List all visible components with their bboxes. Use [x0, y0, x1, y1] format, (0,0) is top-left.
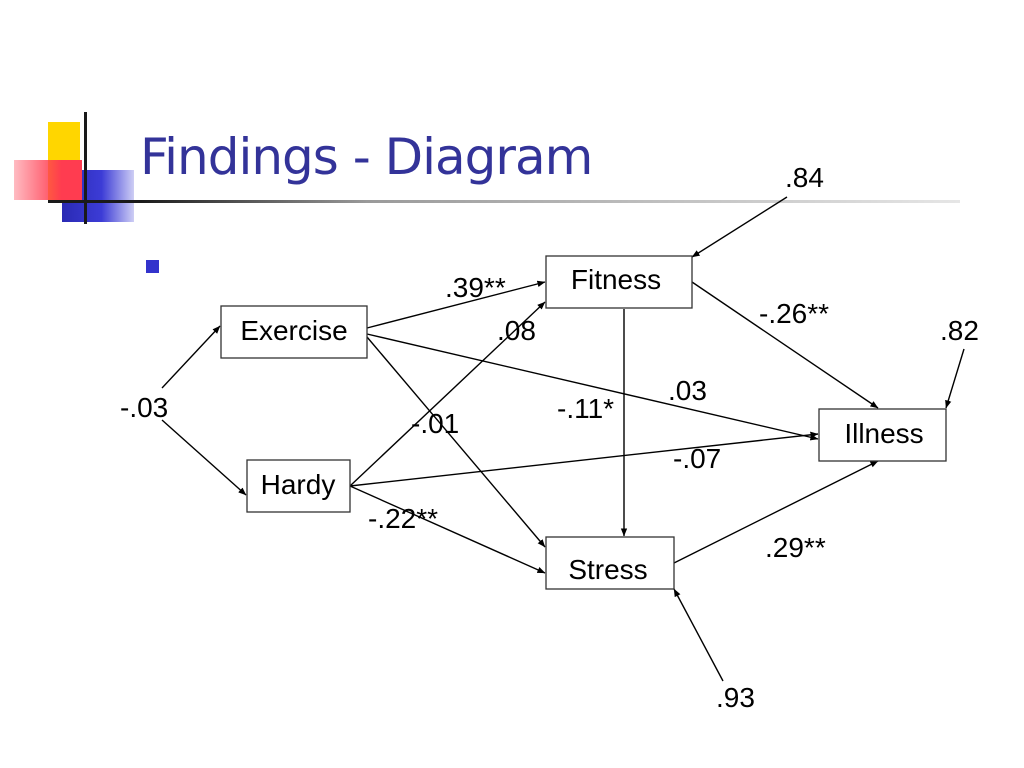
- node-exercise-label: Exercise: [240, 315, 347, 346]
- edge-stress-illness: [673, 460, 879, 564]
- title-underline: [48, 200, 960, 203]
- slide-title: Findings - Diagram: [140, 128, 593, 186]
- node-fitness-label: Fitness: [571, 264, 661, 295]
- node-hardy-label: Hardy: [261, 469, 336, 500]
- node-exercise: Exercise: [220, 305, 368, 359]
- edge-hardy-stress: [349, 485, 546, 574]
- edge-hardy-fitness: [349, 301, 546, 487]
- node-stress-label: Stress: [568, 554, 647, 585]
- edge-exercise-hardy-curve-b: [161, 419, 247, 496]
- error-term-stress: .93: [716, 682, 755, 713]
- decor-red-square: [14, 160, 82, 200]
- label-exercise-stress: -.01: [411, 408, 459, 439]
- label-hardy-fitness: .08: [497, 315, 536, 346]
- node-hardy: Hardy: [246, 459, 351, 513]
- error-term-fitness: .84: [785, 162, 824, 193]
- node-illness: Illness: [818, 408, 947, 462]
- label-exercise-hardy: -.03: [120, 392, 168, 423]
- edge-exercise-hardy-curve-a: [161, 325, 221, 389]
- label-hardy-illness: -.07: [673, 443, 721, 474]
- error-term-illness: .82: [940, 315, 979, 346]
- error-arrow-stress: [673, 588, 724, 682]
- node-stress: Stress: [545, 536, 675, 590]
- label-hardy-stress: -.22**: [368, 503, 438, 534]
- edge-hardy-illness: [349, 431, 819, 487]
- error-arrow-fitness: [691, 196, 788, 258]
- decor-vertical-line: [84, 112, 87, 224]
- edge-exercise-illness: [366, 333, 819, 441]
- error-arrow-illness: [945, 348, 965, 409]
- bullet-marker: [146, 260, 159, 273]
- node-illness-label: Illness: [844, 418, 923, 449]
- edge-fitness-illness: [691, 281, 879, 409]
- node-fitness: Fitness: [545, 255, 693, 309]
- edge-exercise-stress: [366, 336, 546, 548]
- label-fitness-illness: -.26**: [759, 298, 829, 329]
- label-exercise-illness: .03: [668, 375, 707, 406]
- label-stress-illness: .29**: [765, 532, 826, 563]
- label-exercise-fitness: .39**: [445, 272, 506, 303]
- label-fitness-stress: -.11*: [557, 393, 614, 424]
- edge-exercise-fitness: [366, 280, 546, 329]
